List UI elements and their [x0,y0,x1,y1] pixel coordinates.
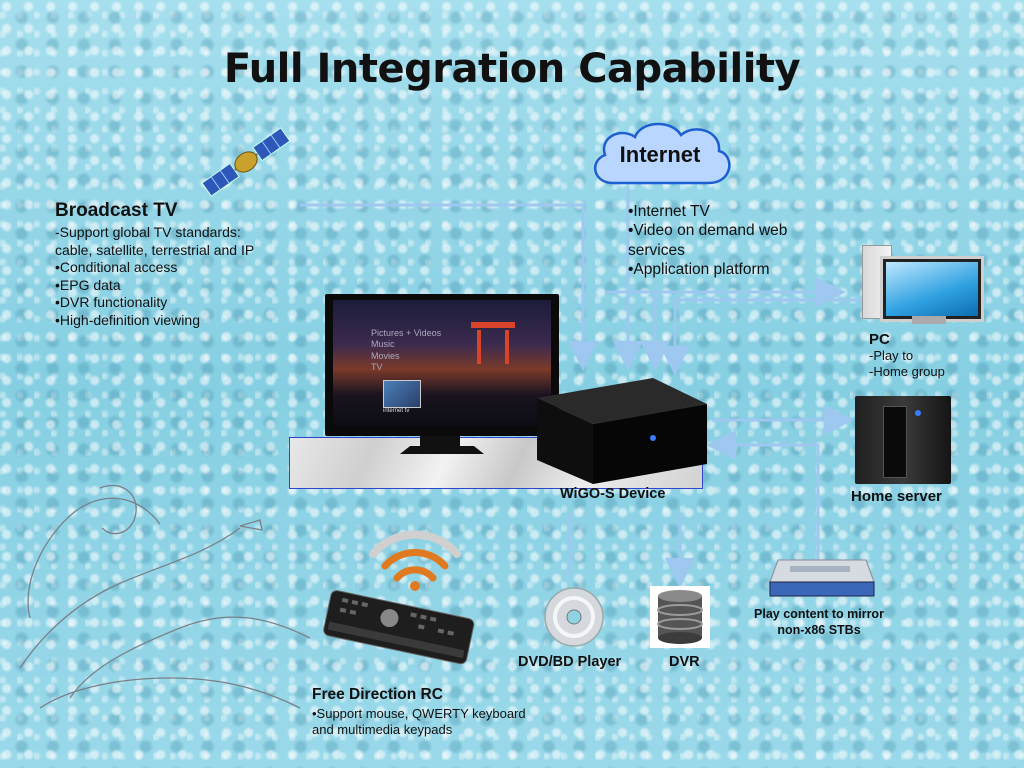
person-sketch-icon [19,484,311,709]
pc-line: -Play to [869,348,914,363]
tv-screen: Pictures + Videos Music Movies TV intern… [333,300,551,426]
remote-block: Free Direction RC •Support mouse, QWERTY… [312,686,526,739]
tv-menu: Pictures + Videos Music Movies TV [371,328,441,373]
stb-line: non-x86 STBs [777,623,861,638]
broadcast-line: •High-definition viewing [55,311,200,328]
internet-bullet: •Application platform [628,261,770,279]
pc-line: -Home group [869,364,945,380]
internet-bullet: services [628,241,685,259]
tv-menu-item: Music [371,339,395,350]
wifi-signal-icon [369,530,461,591]
stb-block: Play content to mirror non-x86 STBs [746,606,892,639]
broadcast-line: •DVR functionality [55,294,168,310]
broadcast-line: •Conditional access [55,259,178,275]
slide-title: Full Integration Capability [223,46,801,92]
internet-label: Internet [619,142,701,167]
pc-monitor-icon [880,256,984,322]
remote-line: •Support mouse, QWERTY keyboard [312,706,526,721]
tv-menu-item: Movies [371,350,400,361]
tv-menu-item: Pictures + Videos [371,328,442,338]
torii-gate-icon [471,322,515,328]
wigo-device-icon [537,378,707,484]
internet-cloud-icon [593,122,731,185]
home-server-label: Home server [851,488,942,505]
remote-heading: Free Direction RC [312,686,443,703]
wigo-device-label: WiGO-S Device [560,486,666,502]
stb-line: Play content to mirror [754,607,884,621]
internet-bullet: •Internet TV [628,203,710,220]
internet-bullet: •Video on demand web [628,222,788,240]
tv-menu-item: TV [371,361,383,372]
tv-tile-caption: internet tv [383,408,410,414]
tv-monitor: Pictures + Videos Music Movies TV intern… [325,294,559,436]
remote-control-icon [323,590,475,665]
satellite-icon [201,127,291,197]
broadcast-line: •EPG data [55,276,121,293]
link-satellite-to-device [300,203,598,371]
tv-tile [383,380,421,408]
broadcast-tv-block: Broadcast TV -Support global TV standard… [55,200,254,329]
dvr-label: DVR [669,654,700,670]
internet-bullets: •Internet TV •Video on demand web servic… [628,202,787,280]
stb-icon [769,559,875,597]
home-server-icon [855,396,951,484]
tv-stand-neck [420,436,460,446]
broadcast-tv-heading: Broadcast TV [55,200,178,221]
dvd-disc-icon [544,587,604,647]
remote-line: and multimedia keypads [312,722,453,738]
dvr-database-icon [650,586,710,648]
tv-stand-base [400,446,484,454]
link-stb-to-device [706,430,820,560]
link-pc-to-device [660,298,862,376]
broadcast-line: cable, satellite, terrestrial and IP [55,241,255,258]
pc-heading: PC [869,331,890,348]
dvd-label: DVD/BD Player [518,654,622,670]
broadcast-line: -Support global TV standards: [55,224,241,240]
pc-block: PC -Play to -Home group [869,331,945,381]
